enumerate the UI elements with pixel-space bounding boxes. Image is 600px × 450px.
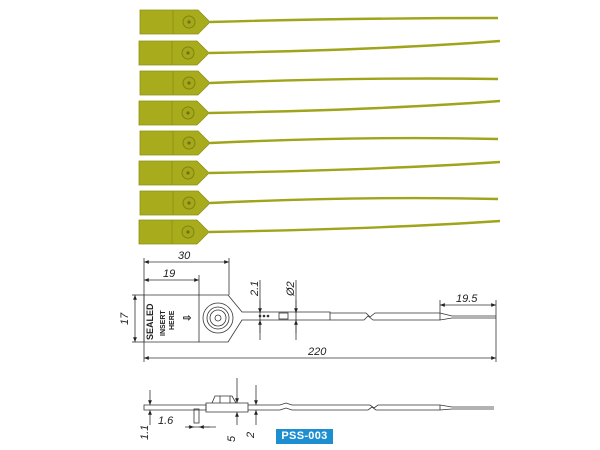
dim-tag-total-width: 30 [178, 250, 191, 262]
seal-2 [138, 39, 501, 66]
dim-strap-height: 2 [245, 432, 257, 439]
seal-8 [138, 219, 501, 245]
dim-rib-width: 1.6 [158, 415, 174, 427]
dim-tip-length: 19.5 [456, 293, 478, 305]
seal-4 [138, 99, 501, 126]
insert-arrow-icon: ⇨ [183, 313, 192, 324]
model-badge: PSS-003 [276, 429, 333, 444]
tag-label-here: HERE [169, 310, 176, 330]
top-view-drawing [132, 258, 497, 362]
seal-3 [139, 70, 499, 96]
dim-total-length: 220 [307, 346, 327, 358]
seal-1 [139, 9, 499, 35]
seal-7 [139, 190, 499, 216]
dim-label-area-width: 19 [163, 268, 175, 280]
seal-photo [138, 9, 501, 245]
dim-strap-diameter: Ø2 [285, 281, 297, 297]
dim-head-height: 5 [226, 435, 238, 442]
seal-6 [138, 160, 501, 186]
seal-5 [139, 130, 499, 156]
dim-strap-thickness: 2.1 [249, 281, 261, 297]
dim-tag-thickness: 1.1 [139, 425, 151, 440]
side-view-drawing [143, 378, 494, 429]
dim-tag-height: 17 [119, 312, 131, 325]
tag-label-sealed: SEALED [145, 303, 155, 340]
tag-label-insert: INSERT [160, 310, 167, 336]
